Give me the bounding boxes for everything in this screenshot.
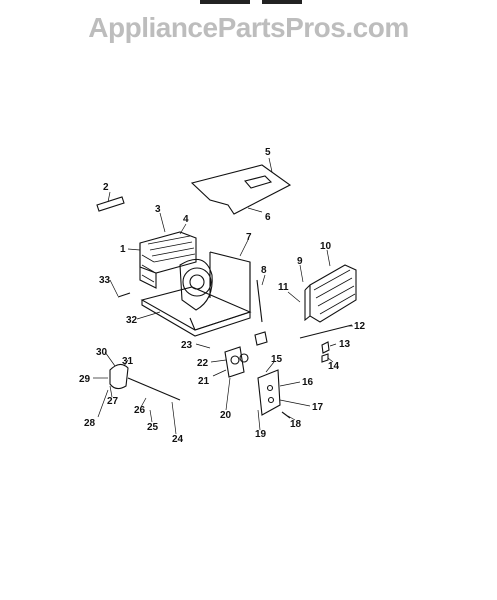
thermostat-knob bbox=[239, 353, 249, 363]
top-cover-plate bbox=[190, 164, 292, 215]
callout-8: 8 bbox=[261, 265, 267, 276]
callout-21: 21 bbox=[198, 376, 210, 387]
callout-4: 4 bbox=[183, 214, 189, 225]
top-edge-mark-right bbox=[262, 0, 302, 4]
callout-15: 15 bbox=[271, 354, 283, 365]
callout-18: 18 bbox=[290, 419, 302, 430]
motor-shaft bbox=[127, 377, 181, 401]
callout-10: 10 bbox=[320, 241, 332, 252]
callout-27: 27 bbox=[107, 396, 119, 407]
callout-19: 19 bbox=[255, 429, 267, 440]
top-cover-slot bbox=[244, 175, 273, 189]
callout-26: 26 bbox=[134, 405, 146, 416]
evaporator-coil-side bbox=[139, 243, 157, 289]
fan-motor bbox=[109, 363, 129, 390]
callout-23: 23 bbox=[181, 340, 193, 351]
callout-9: 9 bbox=[297, 256, 303, 267]
blower-housing bbox=[179, 258, 213, 311]
control-panel bbox=[257, 369, 281, 416]
cabinet-frame bbox=[189, 251, 251, 331]
selector-switch bbox=[230, 355, 240, 365]
small-bracket bbox=[96, 196, 125, 212]
evaporator-coil-top bbox=[139, 231, 197, 274]
callout-20: 20 bbox=[220, 410, 232, 421]
divider-rod bbox=[256, 279, 263, 323]
callout-7: 7 bbox=[246, 232, 252, 243]
callout-12: 12 bbox=[354, 321, 366, 332]
callout-31: 31 bbox=[122, 356, 134, 367]
callout-28: 28 bbox=[84, 418, 96, 429]
callout-6: 6 bbox=[265, 212, 271, 223]
callout-13: 13 bbox=[339, 339, 351, 350]
callout-1: 1 bbox=[120, 244, 126, 255]
control-bracket bbox=[224, 346, 245, 378]
callout-5: 5 bbox=[265, 147, 271, 158]
callout-2: 2 bbox=[103, 182, 109, 193]
blower-wheel bbox=[182, 267, 212, 297]
callout-30: 30 bbox=[96, 347, 108, 358]
capillary-tube bbox=[299, 324, 353, 339]
callout-25: 25 bbox=[147, 422, 159, 433]
callout-3: 3 bbox=[155, 204, 161, 215]
callout-24: 24 bbox=[172, 434, 184, 445]
screw-18 bbox=[281, 411, 291, 419]
callout-11: 11 bbox=[278, 282, 289, 293]
callout-14: 14 bbox=[328, 361, 340, 372]
callout-17: 17 bbox=[312, 402, 324, 413]
callout-32: 32 bbox=[126, 315, 138, 326]
callout-29: 29 bbox=[79, 374, 91, 385]
fitting-13 bbox=[321, 341, 330, 354]
callout-22: 22 bbox=[197, 358, 209, 369]
condenser-coil bbox=[309, 264, 357, 323]
callout-16: 16 bbox=[302, 377, 314, 388]
clip-23 bbox=[254, 331, 268, 346]
top-edge-mark-left bbox=[200, 0, 250, 4]
watermark-text: AppliancePartsPros.com bbox=[88, 12, 409, 43]
fitting-14 bbox=[321, 353, 329, 363]
bolt-33 bbox=[117, 292, 131, 298]
callout-33: 33 bbox=[99, 275, 111, 286]
